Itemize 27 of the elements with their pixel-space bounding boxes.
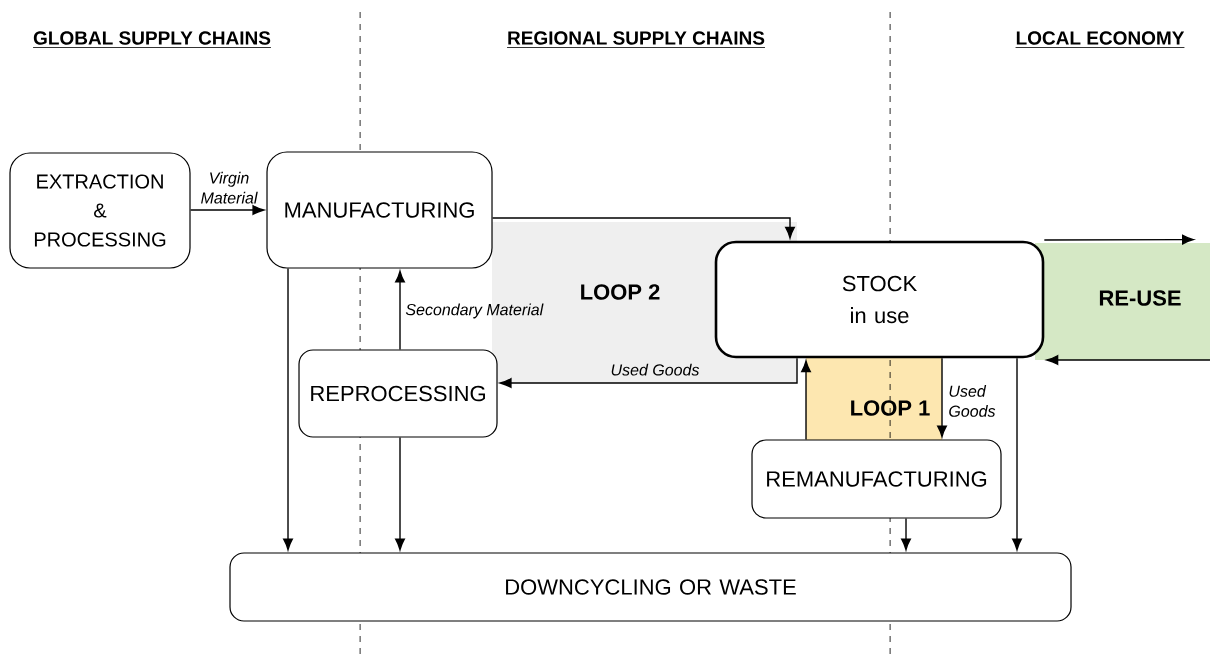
arrow <box>1043 234 1194 245</box>
region-heading: GLOBAL SUPPLY CHAINS <box>32 31 272 48</box>
process-box: EXTRACTION & PROCESSING <box>9 152 191 269</box>
arrow <box>395 270 405 351</box>
process-box: MANUFACTURING <box>266 151 493 269</box>
arrow <box>1046 355 1210 365</box>
arrow <box>189 205 265 215</box>
arrow <box>499 357 798 388</box>
arrow <box>901 517 911 551</box>
loop-band: LOOP 1 <box>806 358 942 440</box>
arrow <box>937 357 947 438</box>
arrow <box>801 360 811 441</box>
edge-label: Virgin Material <box>201 171 258 204</box>
arrow <box>395 436 405 551</box>
arrow <box>1012 357 1022 551</box>
process-box: REMANUFACTURING <box>751 439 1002 519</box>
process-box: STOCK in use <box>714 240 1045 359</box>
process-box: REPROCESSING <box>298 349 498 438</box>
edge-label: Used Goods <box>611 363 700 376</box>
loop-band: RE-USE <box>1035 243 1210 360</box>
arrow <box>283 267 293 551</box>
region-heading: REGIONAL SUPPLY CHAINS <box>506 31 766 48</box>
region-heading: LOCAL ECONOMY <box>1015 31 1185 48</box>
process-box: DOWNCYCLING OR WASTE <box>229 552 1072 622</box>
edge-label: Used Goods <box>949 385 996 417</box>
arrow <box>491 217 795 239</box>
edge-label: Secondary Material <box>405 303 544 319</box>
